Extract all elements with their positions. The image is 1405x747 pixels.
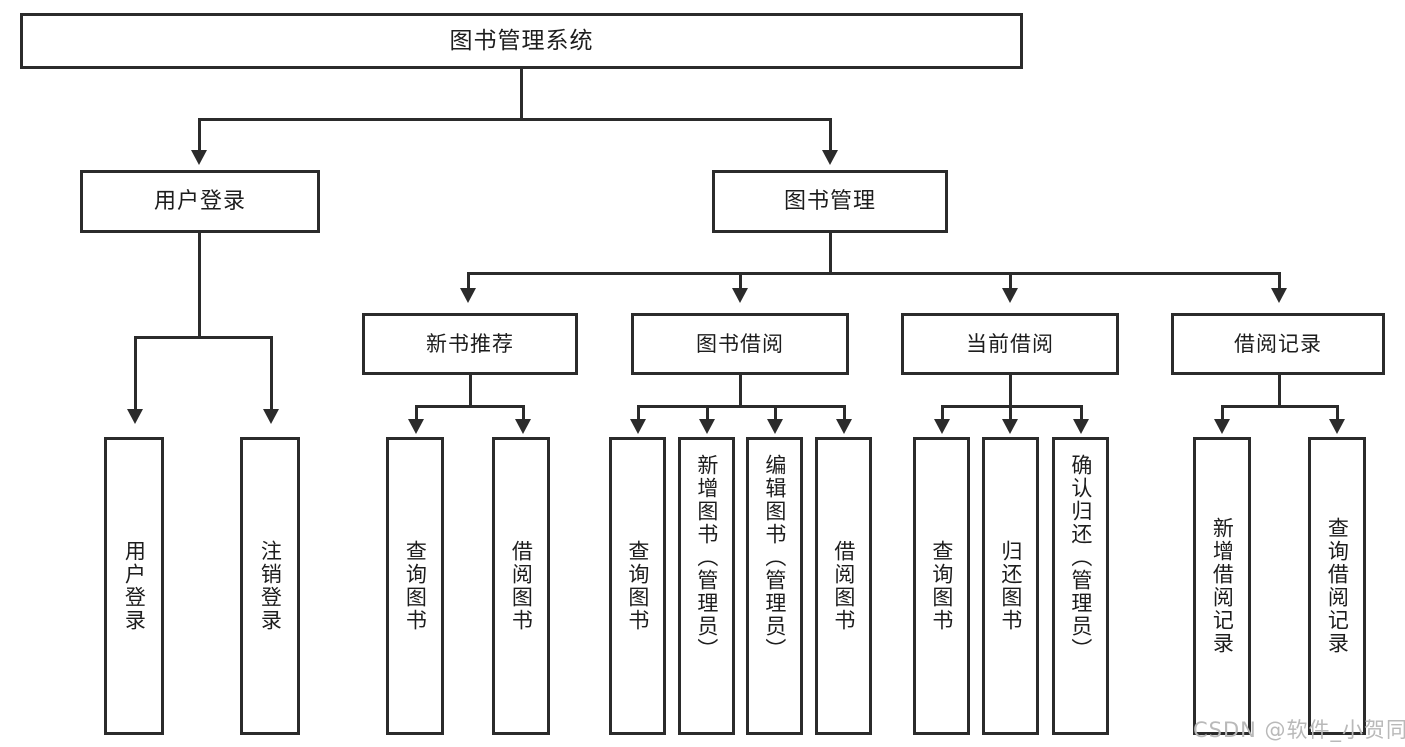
connector-book-mgmt-drop-2 xyxy=(739,272,742,289)
node-label: 新增借阅记录 xyxy=(1210,517,1235,655)
connector-borrow-record-bus xyxy=(1221,405,1339,408)
connector-root-stem xyxy=(520,69,523,118)
arrowhead-current-borrow-leaf-3 xyxy=(1073,419,1089,434)
arrowhead-lvl2-borrow-record xyxy=(1271,288,1287,303)
connector-user-login-drop-2 xyxy=(270,336,273,410)
node-label: 查询图书 xyxy=(929,540,954,632)
arrowhead-book-borrow-leaf-1 xyxy=(630,419,646,434)
node-book-management[interactable]: 图书管理 xyxy=(712,170,948,233)
connector-root-to-book-mgmt xyxy=(829,118,832,151)
connector-book-mgmt-drop-4 xyxy=(1278,272,1281,289)
node-label: 归还图书 xyxy=(998,540,1023,632)
node-label: 用户登录 xyxy=(122,540,147,632)
connector-book-borrow-stem xyxy=(739,375,742,405)
arrowhead-current-borrow-leaf-2 xyxy=(1002,419,1018,434)
leaf-current-borrow-confirm[interactable]: 确认归还（管理员） xyxy=(1052,437,1109,735)
node-label: 借阅图书 xyxy=(509,540,534,632)
connector-current-borrow-drop-2 xyxy=(1009,405,1012,420)
connector-user-login-drop-1 xyxy=(134,336,137,410)
arrowhead-user-login-leaf-2 xyxy=(263,409,279,424)
node-label: 注销登录 xyxy=(258,540,283,632)
node-label: 图书管理系统 xyxy=(449,27,594,54)
node-root-system[interactable]: 图书管理系统 xyxy=(20,13,1023,69)
node-current-borrow[interactable]: 当前借阅 xyxy=(901,313,1119,375)
node-label: 用户登录 xyxy=(153,188,246,214)
connector-borrow-record-stem xyxy=(1278,375,1281,405)
arrowhead-current-borrow-leaf-1 xyxy=(934,419,950,434)
leaf-current-borrow-return[interactable]: 归还图书 xyxy=(982,437,1039,735)
leaf-user-login-logout[interactable]: 注销登录 xyxy=(240,437,300,735)
node-book-borrow[interactable]: 图书借阅 xyxy=(631,313,849,375)
leaf-book-borrow-add[interactable]: 新增图书（管理员） xyxy=(678,437,735,735)
connector-user-login-bus xyxy=(134,336,273,339)
leaf-book-borrow-edit[interactable]: 编辑图书（管理员） xyxy=(746,437,803,735)
arrowhead-book-borrow-leaf-2 xyxy=(699,419,715,434)
leaf-user-login-login[interactable]: 用户登录 xyxy=(104,437,164,735)
node-label: 当前借阅 xyxy=(966,331,1054,356)
node-label: 确认归还（管理员） xyxy=(1068,454,1093,661)
arrowhead-user-login-leaf-1 xyxy=(127,409,143,424)
connector-current-borrow-stem xyxy=(1009,375,1012,405)
node-label: 编辑图书（管理员） xyxy=(762,454,787,661)
arrowhead-root-to-user-login xyxy=(191,150,207,165)
arrowhead-lvl2-current-borrow xyxy=(1002,288,1018,303)
leaf-new-book-borrow[interactable]: 借阅图书 xyxy=(492,437,550,735)
arrowhead-borrow-record-leaf-1 xyxy=(1214,419,1230,434)
connector-book-borrow-bus xyxy=(637,405,846,408)
arrowhead-root-to-book-mgmt xyxy=(822,150,838,165)
node-label: 图书管理 xyxy=(783,188,876,214)
node-label: 新增图书（管理员） xyxy=(694,454,719,661)
connector-current-borrow-drop-1 xyxy=(941,405,944,420)
connector-book-mgmt-stem xyxy=(829,233,832,272)
leaf-borrow-record-query[interactable]: 查询借阅记录 xyxy=(1308,437,1366,735)
leaf-new-book-query[interactable]: 查询图书 xyxy=(386,437,444,735)
node-label: 新书推荐 xyxy=(426,331,514,356)
node-label: 借阅记录 xyxy=(1234,331,1322,356)
arrowhead-book-borrow-leaf-4 xyxy=(836,419,852,434)
leaf-book-borrow-borrow[interactable]: 借阅图书 xyxy=(815,437,872,735)
arrowhead-lvl2-new-book xyxy=(460,288,476,303)
connector-new-book-stem xyxy=(469,375,472,405)
connector-book-borrow-drop-1 xyxy=(637,405,640,420)
connector-book-borrow-drop-4 xyxy=(843,405,846,420)
connector-current-borrow-drop-3 xyxy=(1080,405,1083,420)
connector-new-book-bus xyxy=(415,405,525,408)
connector-current-borrow-bus xyxy=(941,405,1083,408)
arrowhead-new-book-leaf-1 xyxy=(408,419,424,434)
leaf-borrow-record-add[interactable]: 新增借阅记录 xyxy=(1193,437,1251,735)
node-new-book-recommend[interactable]: 新书推荐 xyxy=(362,313,578,375)
arrowhead-borrow-record-leaf-2 xyxy=(1329,419,1345,434)
connector-book-mgmt-bus xyxy=(467,272,1281,275)
node-label: 图书借阅 xyxy=(696,331,784,356)
node-label: 查询借阅记录 xyxy=(1325,517,1350,655)
connector-user-login-stem xyxy=(198,233,201,336)
arrowhead-lvl2-book-borrow xyxy=(732,288,748,303)
connector-borrow-record-drop-2 xyxy=(1336,405,1339,420)
node-label: 查询图书 xyxy=(403,540,428,632)
connector-book-borrow-drop-3 xyxy=(774,405,777,420)
connector-new-book-drop-2 xyxy=(522,405,525,420)
connector-root-bus xyxy=(198,118,832,121)
node-user-login[interactable]: 用户登录 xyxy=(80,170,320,233)
arrowhead-book-borrow-leaf-3 xyxy=(767,419,783,434)
connector-book-borrow-drop-2 xyxy=(706,405,709,420)
connector-new-book-drop-1 xyxy=(415,405,418,420)
connector-book-mgmt-drop-1 xyxy=(467,272,470,289)
connector-root-to-user-login xyxy=(198,118,201,151)
node-borrow-record[interactable]: 借阅记录 xyxy=(1171,313,1385,375)
connector-book-mgmt-drop-3 xyxy=(1009,272,1012,289)
leaf-book-borrow-query[interactable]: 查询图书 xyxy=(609,437,666,735)
node-label: 借阅图书 xyxy=(831,540,856,632)
leaf-current-borrow-query[interactable]: 查询图书 xyxy=(913,437,970,735)
arrowhead-new-book-leaf-2 xyxy=(515,419,531,434)
node-label: 查询图书 xyxy=(625,540,650,632)
connector-borrow-record-drop-1 xyxy=(1221,405,1224,420)
